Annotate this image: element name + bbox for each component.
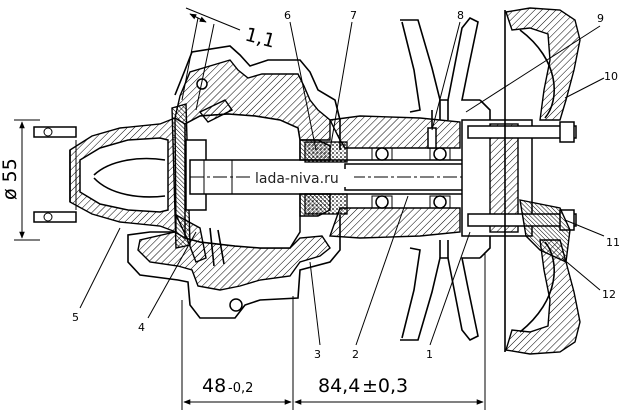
callout-3: 3 xyxy=(314,348,321,361)
callout-11: 11 xyxy=(606,236,620,249)
callout-5: 5 xyxy=(72,311,79,324)
callout-leaders xyxy=(79,21,605,346)
callout-4: 4 xyxy=(138,321,145,334)
length-dimensions: 48 -0,2 84,4 ±0,3 xyxy=(181,252,486,410)
pump-pulley xyxy=(400,16,491,342)
callout-12: 12 xyxy=(602,288,616,301)
right-length-tolerance: ±0,3 xyxy=(362,375,408,397)
cooling-fan xyxy=(504,7,581,355)
shaft-seal xyxy=(299,139,348,217)
left-length-label: 48 xyxy=(202,375,226,397)
callout-1: 1 xyxy=(426,348,433,361)
diameter-label: ø 55 xyxy=(0,158,21,200)
callout-10: 10 xyxy=(604,70,618,83)
callout-2: 2 xyxy=(352,348,359,361)
callout-6: 6 xyxy=(284,9,291,22)
callout-7: 7 xyxy=(350,9,357,22)
callout-numbers: 1 2 3 4 5 6 7 8 9 10 11 12 xyxy=(72,9,620,361)
bearing-housing xyxy=(328,110,461,239)
left-length-tolerance: -0,2 xyxy=(228,381,253,396)
fan-hub xyxy=(461,119,577,237)
callout-9: 9 xyxy=(597,12,604,25)
inlet-pipe-flange xyxy=(33,116,177,234)
watermark-text: lada-niva.ru xyxy=(255,171,339,187)
diameter-dimension: ø 55 xyxy=(0,119,40,241)
right-length-label: 84,4 xyxy=(318,375,360,397)
callout-8: 8 xyxy=(457,9,464,22)
gap-label: 1,1 xyxy=(243,24,278,53)
